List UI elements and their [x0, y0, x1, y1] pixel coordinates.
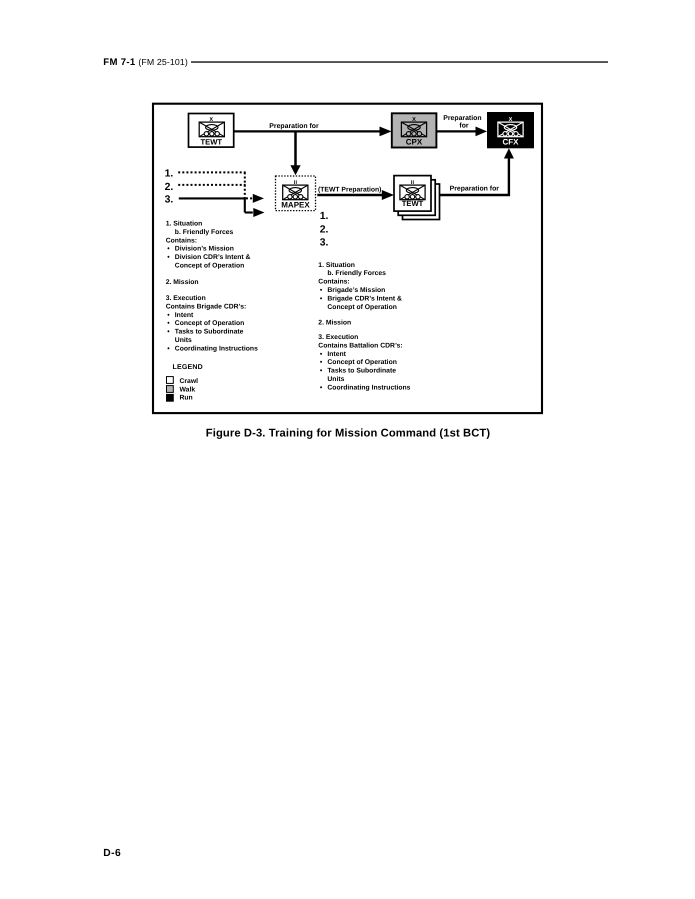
svg-text:•: • [167, 246, 170, 253]
svg-text:CPX: CPX [406, 137, 423, 146]
svg-text:Preparation for: Preparation for [450, 185, 500, 192]
svg-text:•: • [167, 320, 170, 327]
svg-text:1. Situation: 1. Situation [166, 220, 203, 227]
svg-text:Coordinating Instructions: Coordinating Instructions [327, 384, 410, 391]
svg-text:2. Mission: 2. Mission [166, 279, 199, 286]
svg-text:3.: 3. [320, 238, 329, 249]
svg-text:Contains Brigade CDR’s:: Contains Brigade CDR’s: [166, 303, 247, 310]
svg-text:3.: 3. [165, 195, 174, 206]
svg-text:•: • [320, 287, 323, 294]
svg-text:Concept of Operation: Concept of Operation [175, 320, 244, 327]
svg-text:Run: Run [180, 395, 193, 402]
svg-text:X: X [412, 117, 416, 123]
svg-text:D-6: D-6 [103, 848, 121, 859]
svg-text:Intent: Intent [175, 312, 194, 319]
svg-text:•: • [167, 345, 170, 352]
svg-text:•: • [167, 329, 170, 336]
svg-text:Intent: Intent [327, 351, 346, 358]
svg-text:CFX: CFX [503, 137, 520, 146]
svg-text:1. Situation: 1. Situation [318, 262, 355, 269]
svg-text:Concept of Operation: Concept of Operation [327, 359, 396, 366]
svg-text:Tasks to Subordinate: Tasks to Subordinate [327, 368, 396, 375]
svg-text:1.: 1. [165, 169, 174, 180]
svg-text:b. Friendly Forces: b. Friendly Forces [175, 229, 234, 236]
svg-text:Concept of Operation: Concept of Operation [327, 304, 396, 311]
svg-text:Division’s Mission: Division’s Mission [175, 246, 234, 253]
svg-text:Units: Units [327, 376, 344, 383]
svg-text:Division CDR’s Intent &: Division CDR’s Intent & [175, 254, 251, 261]
svg-text:•: • [167, 254, 170, 261]
svg-text:•: • [320, 359, 323, 366]
svg-text:2. Mission: 2. Mission [318, 320, 351, 327]
svg-text:(TEWT Preparation): (TEWT Preparation) [318, 187, 381, 194]
svg-text:II: II [294, 180, 298, 186]
svg-text:X: X [209, 117, 213, 123]
svg-text:Brigade’s Mission: Brigade’s Mission [327, 287, 385, 294]
svg-text:Figure D-3. Training for Missi: Figure D-3. Training for Mission Command… [206, 428, 491, 440]
svg-text:2.: 2. [165, 182, 174, 193]
svg-text:MAPEX: MAPEX [281, 201, 310, 210]
svg-text:3. Execution: 3. Execution [166, 295, 206, 302]
svg-text:Contains:: Contains: [166, 237, 197, 244]
svg-text:Crawl: Crawl [180, 378, 199, 385]
svg-text:•: • [320, 351, 323, 358]
svg-text:Contains:: Contains: [318, 279, 349, 286]
svg-text:Preparation for: Preparation for [269, 123, 319, 130]
svg-text:1.: 1. [320, 211, 329, 222]
svg-text:3. Execution: 3. Execution [318, 334, 358, 341]
svg-text:II: II [411, 180, 415, 186]
svg-text:Contains Battalion CDR’s:: Contains Battalion CDR’s: [318, 342, 402, 349]
svg-text:b. Friendly Forces: b. Friendly Forces [327, 270, 386, 277]
svg-text:LEGEND: LEGEND [173, 364, 203, 371]
svg-text:for: for [459, 123, 469, 130]
svg-text:•: • [167, 312, 170, 319]
svg-text:2.: 2. [320, 224, 329, 235]
svg-text:•: • [320, 295, 323, 302]
svg-text:•: • [320, 368, 323, 375]
svg-text:FM 7-1: FM 7-1 [103, 57, 136, 68]
svg-text:Preparation: Preparation [443, 115, 481, 122]
svg-text:Brigade CDR’s Intent &: Brigade CDR’s Intent & [327, 295, 402, 302]
svg-text:Units: Units [175, 337, 192, 344]
svg-text:Concept of Operation: Concept of Operation [175, 263, 244, 270]
svg-text:X: X [509, 117, 513, 123]
svg-text:Walk: Walk [180, 386, 196, 393]
svg-text:Coordinating Instructions: Coordinating Instructions [175, 345, 258, 352]
svg-text:•: • [320, 384, 323, 391]
svg-text:(FM 25-101): (FM 25-101) [138, 57, 188, 67]
svg-text:Tasks to Subordinate: Tasks to Subordinate [175, 329, 244, 336]
svg-text:TEWT: TEWT [201, 137, 223, 146]
svg-text:TEWT: TEWT [402, 199, 424, 208]
